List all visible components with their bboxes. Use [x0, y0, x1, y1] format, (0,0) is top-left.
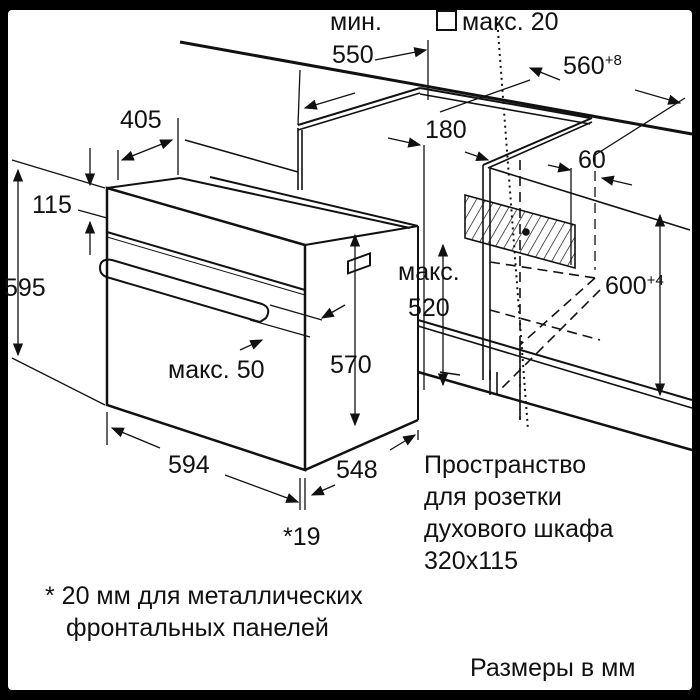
- label-600-base: 600: [605, 272, 647, 300]
- label-548: 548: [336, 456, 378, 484]
- label-max-50: макс. 50: [168, 356, 265, 384]
- label-max-20: макс. 20: [436, 10, 559, 35]
- units-note: Размеры в мм: [470, 654, 636, 682]
- cabinet: [184, 87, 693, 452]
- socket-marker: [522, 228, 530, 236]
- label-550: 550: [332, 41, 374, 69]
- label-115: 115: [32, 191, 72, 219]
- oven: [98, 176, 419, 472]
- socket-note-line: Пространство: [424, 451, 587, 479]
- socket-note-line: 320x115: [424, 547, 519, 575]
- label-594: 594: [168, 451, 210, 479]
- label-max-20-text: макс. 20: [462, 8, 559, 36]
- label-600-tol: +4: [646, 272, 664, 289]
- footnote-line: фронтальных панелей: [66, 614, 329, 642]
- label-560-tol: +8: [604, 52, 622, 69]
- label-60: 60: [578, 146, 606, 174]
- label-595: 595: [4, 274, 46, 302]
- label-19-note: *19: [283, 523, 321, 551]
- label-560-base: 560: [563, 52, 605, 80]
- countertop: [179, 40, 693, 136]
- footnote-line: * 20 мм для металлических: [45, 582, 363, 610]
- label-405: 405: [120, 106, 162, 134]
- niche-dashed-outline: [489, 160, 601, 420]
- socket-note-line: для розетки: [424, 483, 562, 511]
- label-520: 520: [408, 294, 450, 322]
- label-560: 560+8: [563, 53, 622, 79]
- square-icon: [436, 10, 457, 31]
- label-180: 180: [425, 116, 467, 144]
- socket-note-line: духового шкафа: [424, 515, 614, 543]
- label-570: 570: [330, 351, 372, 379]
- label-max: макс.: [398, 258, 460, 286]
- label-min: мин.: [330, 8, 382, 36]
- dimension-lines: [11, 40, 686, 510]
- label-600: 600+4: [605, 273, 664, 299]
